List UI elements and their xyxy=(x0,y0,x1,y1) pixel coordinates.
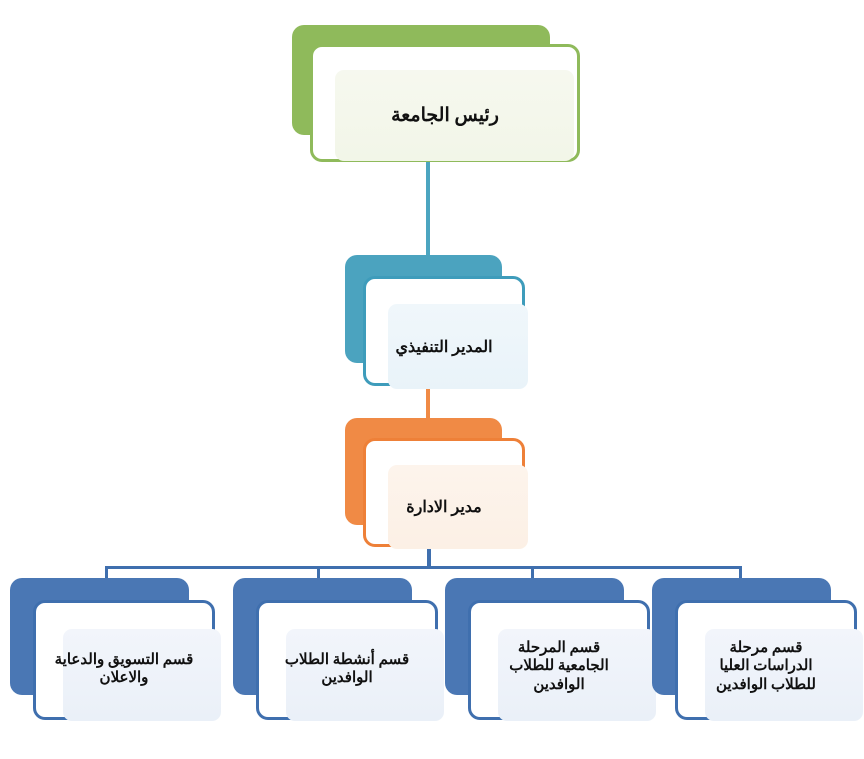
node-undergraduate-department[interactable]: قسم المرحلة الجامعية للطلاب الوافدين xyxy=(445,578,656,721)
node-executive-director-card: المدير التنفيذي xyxy=(363,276,528,389)
node-student-activities-department-fill xyxy=(286,629,444,721)
connector-executive-to-admin xyxy=(426,387,430,420)
node-student-activities-department-label: قسم أنشطة الطلاب الوافدين xyxy=(284,652,410,687)
connector-admin-to-branch xyxy=(427,540,431,568)
node-marketing-department-card: قسم التسويق والدعاية والاعلان xyxy=(33,600,221,721)
node-student-activities-department-card: قسم أنشطة الطلاب الوافدين xyxy=(256,600,444,721)
node-graduate-studies-department-label: قسم مرحلة الدراسات العليا للطلاب الوافدي… xyxy=(716,640,816,693)
node-president[interactable]: رئيس الجامعة xyxy=(292,25,580,162)
node-executive-director[interactable]: المدير التنفيذي xyxy=(345,255,528,389)
node-executive-director-label: المدير التنفيذي xyxy=(395,339,493,356)
node-graduate-studies-department-fill xyxy=(705,629,863,721)
node-graduate-studies-department[interactable]: قسم مرحلة الدراسات العليا للطلاب الوافدي… xyxy=(652,578,863,721)
node-president-fill xyxy=(335,70,574,161)
connector-president-to-executive xyxy=(426,157,430,260)
connector-branch-horizontal xyxy=(105,566,742,569)
node-administration-manager-label: مدير الادارة xyxy=(406,499,482,516)
node-marketing-department-fill xyxy=(63,629,221,721)
node-student-activities-department[interactable]: قسم أنشطة الطلاب الوافدين xyxy=(233,578,444,721)
node-marketing-department-label: قسم التسويق والدعاية والاعلان xyxy=(54,652,194,687)
node-undergraduate-department-label: قسم المرحلة الجامعية للطلاب الوافدين xyxy=(509,640,609,693)
node-president-label: رئيس الجامعة xyxy=(391,105,499,126)
node-president-card: رئيس الجامعة xyxy=(310,44,580,162)
node-graduate-studies-department-card: قسم مرحلة الدراسات العليا للطلاب الوافدي… xyxy=(675,600,863,721)
node-administration-manager-fill xyxy=(388,465,528,549)
node-executive-director-fill xyxy=(388,304,528,389)
node-undergraduate-department-card: قسم المرحلة الجامعية للطلاب الوافدين xyxy=(468,600,656,721)
node-administration-manager-card: مدير الادارة xyxy=(363,438,528,549)
node-marketing-department[interactable]: قسم التسويق والدعاية والاعلان xyxy=(10,578,221,721)
node-undergraduate-department-fill xyxy=(498,629,656,721)
node-administration-manager[interactable]: مدير الادارة xyxy=(345,418,528,549)
